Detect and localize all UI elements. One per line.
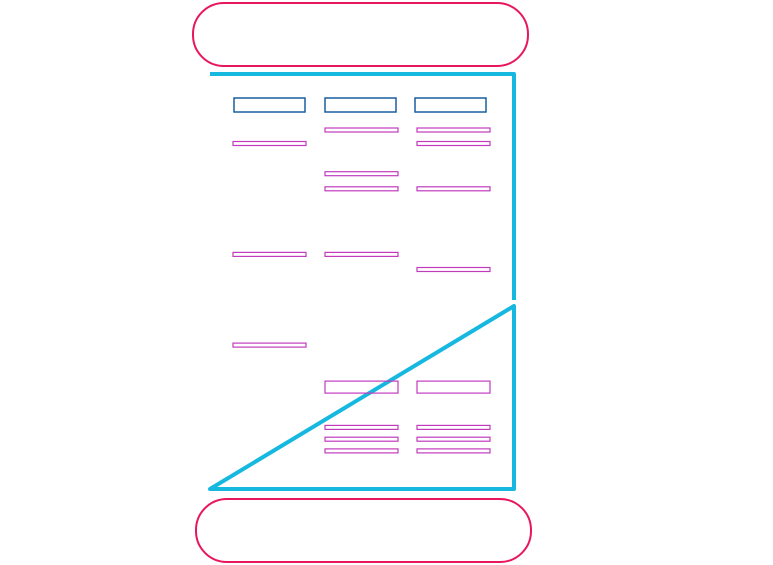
band-lane-1-3 <box>232 342 307 348</box>
band-lane-2-7 <box>324 436 399 442</box>
band-lane-3-1 <box>416 127 491 133</box>
band-lane-2-8 <box>324 448 399 454</box>
top-terminal <box>192 2 529 67</box>
well-lane-2 <box>324 97 397 113</box>
band-lane-3-2 <box>416 140 491 147</box>
band-lane-1-2 <box>232 251 307 257</box>
band-lane-2-2 <box>324 171 399 177</box>
band-lane-3-7 <box>416 436 491 442</box>
well-lane-1 <box>233 97 306 113</box>
band-lane-3-6 <box>416 424 491 430</box>
well-lane-3 <box>414 97 487 113</box>
band-lane-3-3 <box>416 186 491 192</box>
bottom-terminal <box>195 498 532 563</box>
band-lane-2-5 <box>324 380 399 394</box>
band-lane-2-6 <box>324 424 399 430</box>
band-lane-1-1 <box>232 140 307 147</box>
band-lane-3-4 <box>416 266 491 273</box>
band-lane-2-1 <box>324 127 399 133</box>
gel-slab <box>208 72 516 491</box>
band-lane-3-8 <box>416 448 491 454</box>
band-lane-2-4 <box>324 251 399 257</box>
band-lane-2-3 <box>324 186 399 192</box>
band-lane-3-5 <box>416 380 491 394</box>
bands-group <box>232 127 491 454</box>
